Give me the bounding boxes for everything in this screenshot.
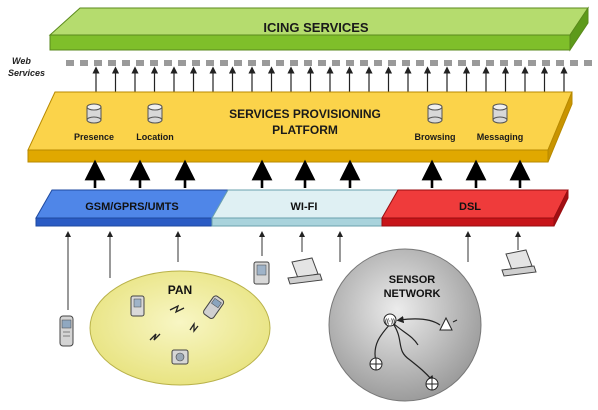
web-services-label-line2: Services: [8, 68, 45, 78]
web-service-dash: [150, 60, 158, 66]
web-service-dash: [416, 60, 424, 66]
sensor-gateway-icon: [439, 316, 458, 331]
web-service-dash: [234, 60, 242, 66]
web-service-dash: [542, 60, 550, 66]
web-service-dash: [108, 60, 116, 66]
database-icon: [492, 103, 508, 124]
web-service-dash: [458, 60, 466, 66]
web-service-dash: [514, 60, 522, 66]
web-service-dash: [332, 60, 340, 66]
wifi-label: WI-FI: [291, 201, 318, 213]
gsm-label: GSM/GPRS/UMTS: [85, 201, 179, 213]
web-service-dash: [290, 60, 298, 66]
service-messaging-label: Messaging: [477, 132, 524, 142]
database-icon: [86, 103, 102, 124]
wireless-link-icon: [149, 304, 199, 341]
icing-services-label: ICING SERVICES: [263, 20, 369, 35]
web-services-arrows: [92, 66, 568, 92]
camera-icon: [171, 349, 189, 365]
services-provisioning-platform: SERVICES PROVISIONING PLATFORM Presence …: [27, 91, 573, 163]
service-browsing-label: Browsing: [414, 132, 455, 142]
web-service-dash: [164, 60, 172, 66]
laptop-icon: [287, 257, 323, 285]
web-service-dash: [304, 60, 312, 66]
service-presence-label: Presence: [74, 132, 114, 142]
web-service-dash: [178, 60, 186, 66]
wifi-network-layer: WI-FI: [211, 189, 399, 227]
web-service-dash: [318, 60, 326, 66]
web-service-dash: [192, 60, 200, 66]
web-service-dash: [360, 60, 368, 66]
web-service-dash: [276, 60, 284, 66]
pda-icon: [253, 261, 270, 285]
service-location-label: Location: [136, 132, 174, 142]
web-service-dash: [388, 60, 396, 66]
sensor-node-icon: [369, 357, 383, 371]
web-services-label-line1: Web: [12, 56, 31, 66]
web-service-dash: [430, 60, 438, 66]
web-service-dash: [80, 60, 88, 66]
pan-label: PAN: [168, 283, 192, 297]
pda-icon: [130, 295, 145, 317]
sensor-node-icon: [425, 377, 439, 391]
web-service-dash: [136, 60, 144, 66]
dsl-label: DSL: [459, 201, 481, 213]
access-to-platform-arrows: [84, 159, 531, 188]
web-service-dash: [486, 60, 494, 66]
web-services-dash-band: [66, 60, 592, 66]
database-icon: [147, 103, 163, 124]
web-service-dash: [220, 60, 228, 66]
laptop-icon: [501, 249, 537, 277]
platform-title-line2: PLATFORM: [272, 123, 338, 137]
web-service-dash: [556, 60, 564, 66]
device-to-network-arrows: [65, 231, 521, 310]
web-service-dash: [248, 60, 256, 66]
sensor-network-cluster: SENSOR NETWORK ((·)): [328, 248, 482, 402]
web-service-dash: [584, 60, 592, 66]
database-icon: [427, 103, 443, 124]
svg-text:((·)): ((·)): [385, 319, 395, 325]
icing-services-layer: ICING SERVICES: [48, 6, 589, 52]
sensor-node-icon: ((·)): [383, 313, 397, 327]
gsm-network-layer: GSM/GPRS/UMTS: [35, 189, 229, 227]
web-service-dash: [346, 60, 354, 66]
web-service-dash: [402, 60, 410, 66]
web-service-dash: [444, 60, 452, 66]
web-service-dash: [262, 60, 270, 66]
web-service-dash: [122, 60, 130, 66]
web-service-dash: [374, 60, 382, 66]
web-service-dash: [570, 60, 578, 66]
web-service-dash: [206, 60, 214, 66]
platform-title-line1: SERVICES PROVISIONING: [229, 107, 381, 121]
sensor-network-label-line2: NETWORK: [384, 288, 441, 300]
web-service-dash: [528, 60, 536, 66]
pan-cluster: PAN: [89, 270, 271, 386]
mobile-phone-icon: [203, 295, 225, 319]
web-service-dash: [94, 60, 102, 66]
mobile-phone-icon: [59, 315, 74, 347]
web-service-dash: [500, 60, 508, 66]
web-service-dash: [66, 60, 74, 66]
web-service-dash: [472, 60, 480, 66]
sensor-network-label-line1: SENSOR: [389, 274, 436, 286]
dsl-network-layer: DSL: [381, 189, 569, 227]
